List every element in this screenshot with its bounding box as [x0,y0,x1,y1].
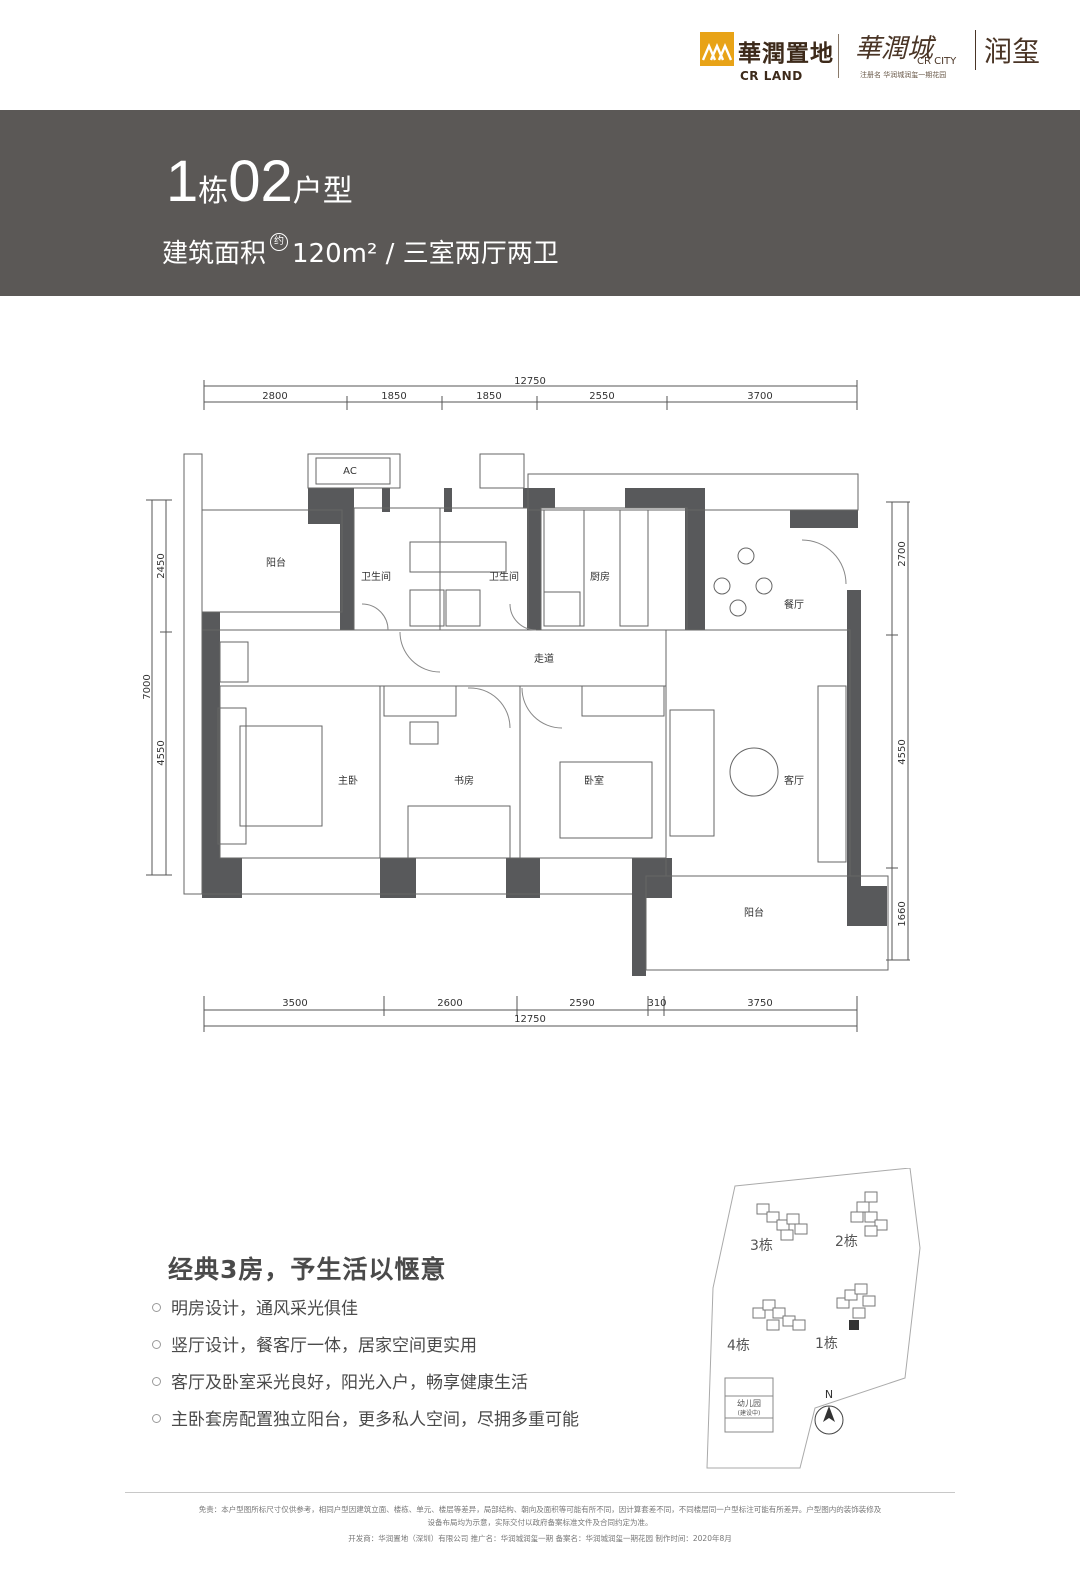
site-label-b4: 4栋 [727,1337,750,1354]
bullet-icon [152,1376,161,1386]
dim-bottom-2: 2600 [437,998,462,1009]
dim-bottom-3: 2590 [569,998,594,1009]
feature-item-4: 主卧套房配置独立阳台，更多私人空间，尽拥多重可能 [152,1405,579,1430]
dim-left-2: 4550 [156,740,167,765]
room-dining: 餐厅 [784,598,804,611]
dim-right-3: 1660 [897,901,908,926]
kindergarten-label: 幼儿园 [737,1398,761,1408]
site-label-b1: 1栋 [815,1335,838,1352]
north-label: N [825,1388,833,1401]
developer-name-cn: 華潤置地 [738,40,834,67]
disclaimer-line-2: 设备布局均为示意，实际交付以政府备案标准文件及合同约定为准。 [427,1518,653,1527]
kindergarten-sub: (建设中) [738,1409,761,1417]
room-bedroom: 卧室 [584,774,604,787]
unit-title: 1栋02户型 [166,148,353,215]
unit-number: 02 [228,149,293,214]
developer-name-en: CR LAND [740,69,803,83]
area-value: 120m² [292,239,378,269]
area-label: 建筑面积 [162,239,267,269]
disclaimer-line-1: 免责：本户型图所标尺寸仅供参考，相同户型因建筑立面、楼栋、单元、楼层等差异，局部… [198,1505,882,1514]
walls [202,488,887,976]
dim-bottom-total: 12750 [514,1014,546,1025]
features-title: 经典3房，予生活以惬意 [168,1255,447,1284]
dim-top-1: 2800 [262,391,287,402]
room-balcony-top: 阳台 [266,556,286,569]
layout-label: 三室两厅两卫 [402,239,559,269]
project-subline: 注册名 华润城润玺一期花园 [860,71,947,79]
left-dimensions [146,499,172,876]
dim-top-total: 12750 [514,376,546,387]
building-unit: 栋 [198,174,229,209]
doors [361,539,847,729]
dining-table [713,547,773,617]
bottom-dimensions [203,996,858,1032]
room-balcony-bottom: 阳台 [744,906,764,919]
dim-bottom-1: 3500 [282,998,307,1009]
dim-right-1: 2700 [897,541,908,566]
cr-land-logo: 華潤置地 CR LAND [700,32,833,84]
bullet-icon [152,1413,161,1423]
unit-suffix: 户型 [292,174,353,209]
cr-land-mark-icon [700,32,734,66]
feature-item-2: 竖厅设计，餐客厅一体，居家空间更实用 [152,1331,477,1356]
right-dimensions [886,501,910,961]
dim-right-2: 4550 [897,739,908,764]
room-corridor: 走道 [534,652,554,665]
room-bath-2: 卫生间 [489,570,519,583]
compass-icon [814,1405,844,1435]
building-number: 1 [166,149,199,214]
room-kitchen: 厨房 [590,570,610,583]
dim-left-total: 7000 [142,674,153,699]
dim-top-5: 3700 [747,391,772,402]
room-master: 主卧 [338,774,358,787]
phase-name: 润玺 [975,30,1040,70]
logo-divider [838,34,839,78]
room-bath-1: 卫生间 [361,570,391,583]
approx-badge: 约 [270,233,289,251]
dim-top-3: 1850 [476,391,501,402]
top-dimensions [203,380,858,410]
feature-item-1: 明房设计，通风采光俱佳 [152,1294,358,1319]
room-ac: AC [343,466,357,477]
dim-top-2: 1850 [381,391,406,402]
room-living: 客厅 [784,774,804,787]
dim-left-1: 2450 [156,553,167,578]
room-study: 书房 [454,774,474,787]
developer-info: 开发商：华润置地（深圳）有限公司 推广名：华润城润玺一期 备案名：华润城润玺一期… [348,1534,732,1543]
site-label-b3: 3栋 [750,1237,773,1254]
dim-top-4: 2550 [589,391,614,402]
dim-bottom-5: 3750 [747,998,772,1009]
project-name-cn: 華潤城 [855,34,934,64]
footer-divider [125,1492,955,1493]
outlines [183,453,889,971]
current-unit-marker [849,1320,859,1330]
feature-item-3: 客厅及卧室采光良好，阳光入户，畅享健康生活 [152,1368,528,1393]
dim-bottom-4: 310 [647,998,666,1009]
site-boundary [706,1168,921,1469]
site-label-b2: 2栋 [835,1233,858,1250]
project-logo: 華潤城 CR CITY 润玺 注册名 华润城润玺一期花园 [855,28,1050,84]
project-name-en: CR CITY [917,56,957,67]
bullet-icon [152,1302,161,1312]
site-map: 3栋 2栋 4栋 1栋 幼儿园 (建设中) N [706,1168,921,1469]
floor-plan: 12750 2800 1850 1850 2550 3700 3500 2600… [142,376,910,1032]
title-band [0,110,1080,296]
bullet-icon [152,1339,161,1349]
site-buildings [752,1191,888,1331]
